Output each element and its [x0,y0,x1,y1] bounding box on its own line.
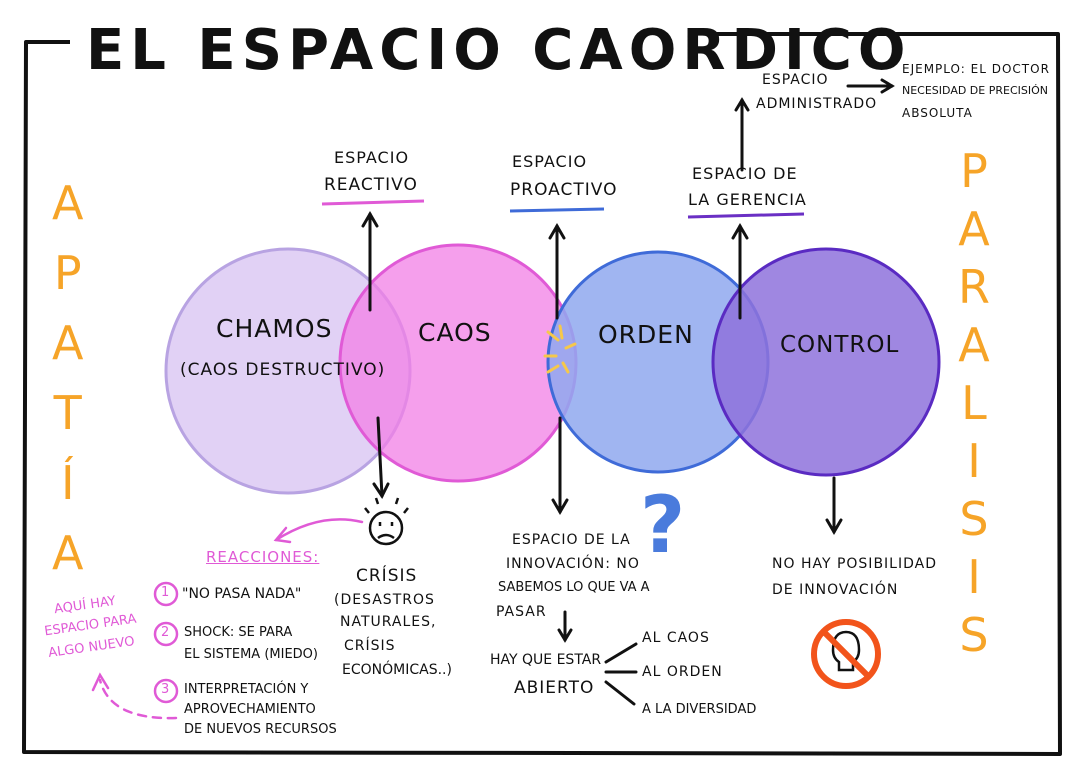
crisis-line1: (desastros [334,592,435,608]
innovacion-line1: Espacio de la [512,532,631,548]
reaccion-2-line2: el sistema (miedo) [184,647,318,662]
frame-border [22,32,1062,756]
apatia-letter: Í [60,456,75,510]
reaccion-number-3: 3 [161,682,171,697]
question-mark-icon: ? [640,481,685,571]
chamos-sub-label: (Caos destructivo) [180,360,386,380]
control-circle [711,247,941,477]
paralisis-letter: I [967,550,981,604]
reacciones-title: Reacciones: [206,548,320,566]
proactivo-line2: Proactivo [510,180,618,200]
apatia-letter: A [52,316,84,370]
no-innovacion-line1: No hay posibilidad [772,556,937,572]
paralisis-letter: S [959,492,989,546]
crisis-line2: naturales, [340,614,437,630]
paralisis-letter: L [961,376,987,430]
chamos-label: Chamos [216,314,333,343]
paralisis-letter: A [958,202,990,256]
abierto-line1: Hay que estar [490,652,602,668]
admin-line2: Administrado [756,96,878,112]
branch-caos: al caos [642,630,710,646]
orden-label: Orden [598,320,694,349]
branch-diversidad: a la diversidad [642,702,757,717]
crisis-line3: crísis [344,638,396,654]
paralisis-letter: A [958,318,990,372]
paralisis-vertical: P A R A L I S I S [958,148,990,658]
control-label: Control [780,332,900,358]
paralisis-letter: P [960,144,988,198]
reaccion-3-line3: de nuevos recursos [184,722,337,737]
crisis-title: Crísis [356,566,418,586]
reaccion-1: "No pasa nada" [182,586,302,602]
crisis-arrow [376,416,384,498]
admin-line1: Espacio [762,72,829,88]
ejemplo-line3: absoluta [902,106,973,120]
crisis-face-icon [364,497,409,546]
reaccion-2-line1: Shock: se para [184,625,293,640]
paralisis-letter: R [958,260,990,314]
paralisis-letter: S [959,608,989,662]
paralisis-letter: I [967,434,981,488]
no-innovacion-line2: de innovación [772,582,899,598]
nuevo-dashed-arrow [98,678,178,720]
reaccion-3-line1: Interpretación y [184,682,309,697]
proactivo-line1: Espacio [512,152,588,171]
ejemplo-line2: necesidad de precisión [902,84,1048,97]
reaccion-3-line2: aprovechamiento [184,702,316,717]
abierto-line2: abierto [514,678,595,698]
caos-label: Caos [418,318,492,347]
innovacion-line4: pasar [496,604,547,620]
reactivo-underline [321,199,425,206]
proactivo-underline [509,207,605,213]
gerencia-underline [687,212,805,219]
innovacion-line3: sabemos lo que va a [498,580,650,595]
apatia-letter: A [52,526,84,580]
branch-lines [604,642,638,706]
page-title: El Espacio Caordico [86,18,912,83]
apatia-letter: A [52,176,84,230]
reaccion-number-2: 2 [161,625,171,640]
ejemplo-line1: Ejemplo: El doctor [902,62,1050,76]
crisis-line4: económicas..) [342,662,452,678]
gerencia-line2: la Gerencia [688,190,807,209]
reacciones-arrow [274,518,364,542]
reactivo-line1: Espacio [334,148,410,167]
apatia-letter: P [53,246,82,300]
reaccion-number-1: 1 [161,585,171,600]
reactivo-line2: Reactivo [324,175,418,195]
apatia-vertical: A P A T Í A [52,180,83,576]
innovacion-line2: innovación: no [506,556,640,572]
gerencia-line1: Espacio de [692,164,798,183]
branch-orden: al orden [642,664,723,680]
apatia-letter: T [53,386,82,440]
no-lightbulb-icon [811,619,881,689]
spark-mark [543,324,577,374]
